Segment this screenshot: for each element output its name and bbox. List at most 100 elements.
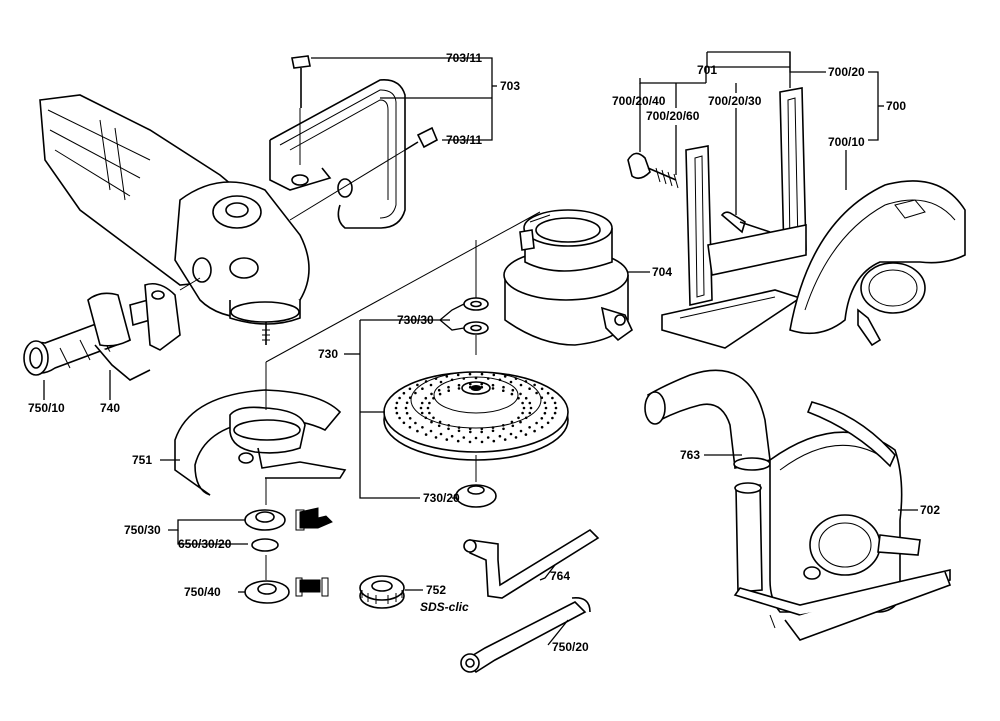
label-752: 752 [426,583,446,597]
pad-hole [434,377,438,380]
pad-hole [439,432,443,436]
pad-hole [408,417,412,420]
pad-hole [398,416,401,420]
pad-hole [408,387,412,391]
pad-hole [469,430,472,434]
label-700-20: 700/20 [828,65,865,79]
label-730: 730 [318,347,338,361]
label-750-40: 750/40 [184,585,221,599]
pad-hole [420,411,424,415]
pad-hole [486,436,490,439]
pad-hole [426,406,430,410]
pad-hole [421,387,424,391]
pad-hole [491,387,495,390]
angle-grinder [39,94,310,345]
pad-hole [434,436,438,439]
pad-hole [430,392,433,396]
side-handle [23,277,201,381]
pad-hole [447,424,451,427]
pad-hole [528,426,531,429]
pad-hole [514,377,518,380]
pad-hole [540,417,544,420]
pad-hole [519,420,522,424]
pad-hole [447,389,451,393]
pad-hole [498,434,502,438]
pad-hole [408,425,412,429]
pad-hole [408,396,412,400]
label-750-20: 750/20 [552,640,589,654]
pad-hole [420,401,424,405]
label-700-20-30: 700/20/30 [708,94,762,108]
pad-hole [429,429,433,433]
pad-hole [456,373,460,377]
pad-hole [509,432,513,436]
pad-hole [480,440,484,444]
pad-hole [394,406,398,410]
pad-hole [395,411,399,415]
wrench-764 [463,528,600,599]
pad-hole [543,401,547,405]
pad-hole [491,429,495,433]
pad-hole [430,420,433,424]
pad-hole [457,426,461,429]
pad-hole [424,396,428,400]
pad-hole [551,396,554,400]
pad-hole [480,427,484,431]
label-650-30-20: 650/30/20 [178,537,232,551]
pad-hole [544,406,548,410]
pad-hole [468,385,472,389]
pad-hole [450,434,454,438]
label-703-11-top: 703/11 [446,51,482,65]
pad-hole [519,429,523,433]
pad-hole [439,380,443,384]
pad-hole [540,425,544,429]
label-704: 704 [652,265,672,279]
pad-hole [457,383,461,387]
label-763: 763 [680,448,700,462]
pad-hole [450,378,454,382]
pad-hole [398,396,401,400]
pad-hole [447,385,450,389]
label-750-10: 750/10 [28,401,65,415]
pad-hole [510,420,514,424]
pad-hole [480,382,484,386]
pad-hole [521,401,524,405]
pad-hole [553,401,557,405]
pad-hole [524,416,528,420]
pad-hole [424,433,428,436]
label-730-20: 730/20 [423,491,460,505]
pad-hole [511,424,515,428]
callout-lines [43,51,918,646]
pad-hole [402,391,406,395]
pad-hole [492,439,496,443]
suction-elbow-763 [644,369,771,471]
pad-hole [456,439,460,443]
pad-hole [535,421,538,425]
label-730-30: 730/30 [397,313,434,327]
pad-hole [468,372,472,376]
pad-hole [533,383,536,387]
pad-hole [491,426,495,429]
pad-hole [480,372,484,376]
pad-hole [528,411,532,415]
pad-hole [404,406,408,410]
pad-hole [474,436,478,440]
pad-hole [457,429,461,433]
pad-hole [432,396,435,400]
pad-hole [503,375,507,378]
pad-hole [524,380,528,383]
pad-hole [468,427,472,431]
label-700-10: 700/10 [828,135,865,149]
pad-hole [533,429,536,433]
pad-hole [419,406,423,410]
cutting-guide-700 [627,87,966,349]
label-700: 700 [886,99,906,113]
flange-set [244,507,405,609]
pad-hole [502,424,505,427]
pad-hole [519,392,522,396]
pad-hole [514,436,518,439]
pad-hole [502,389,505,393]
pad-hole [429,383,433,387]
pad-hole [524,433,528,436]
